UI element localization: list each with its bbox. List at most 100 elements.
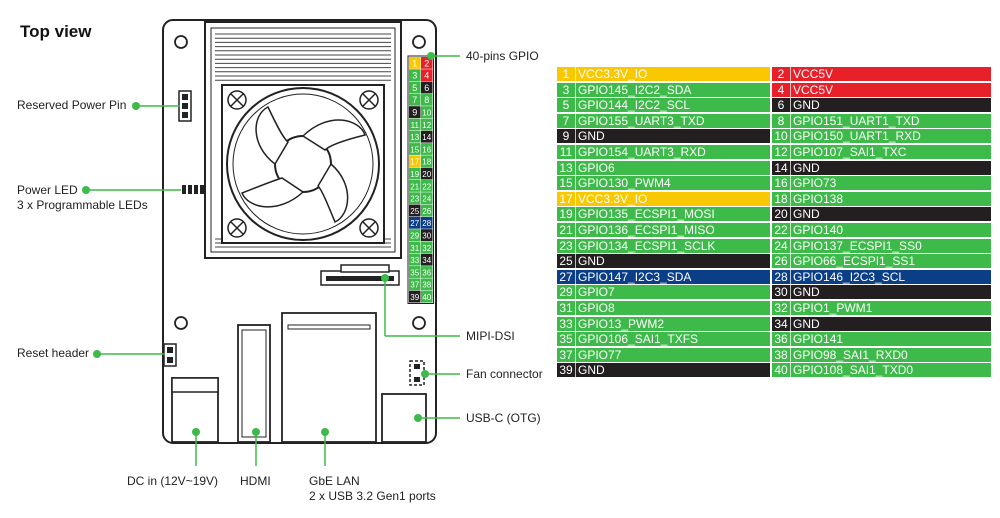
gpio-pin-number: 32 [422,244,431,253]
dc-jack [171,377,219,443]
gpio-pin-33 [409,253,421,266]
pin-number: 18 [772,191,791,206]
pin-number: 7 [557,113,576,128]
pin-number: 17 [557,191,576,206]
gpio-pin-6 [421,81,433,94]
pin-number: 2 [772,67,791,81]
mipi-dsi-connector [320,264,400,286]
pin-number: 8 [772,113,791,128]
gpio-pin-number: 3 [412,71,417,81]
pin-function-name: GPIO146_I2C3_SCL [793,269,906,284]
mounting-hole [412,316,426,330]
pin-number: 34 [772,316,791,331]
pin-number: 35 [557,332,576,347]
pin-number: 11 [557,145,576,159]
gpio-pin-40 [421,290,433,303]
pin-number: 1 [557,67,576,81]
hdmi-label: HDMI [240,474,271,488]
pin-function-name: GND [578,254,605,269]
gpio-pin-2 [421,57,433,69]
gpio-pin-number: 12 [422,121,431,130]
gpio-pin-number: 9 [412,108,417,118]
gpio-pin-22 [421,180,433,192]
gpio-pin-number: 2 [424,58,429,68]
gpio-pin-16 [421,143,433,155]
pin-function-name: GND [578,129,605,144]
gpio-pin-26 [421,204,433,217]
gpio-pin-30 [421,229,433,241]
pin-function-name: GND [793,160,820,175]
gpio-pin-number: 16 [422,145,431,154]
fan-icon [221,84,385,244]
gpio-pin-17 [409,155,421,168]
gpio-pin-number: 5 [412,83,417,93]
pin-number: 38 [772,347,791,362]
pin-function-name: GPIO6 [578,160,615,175]
gpio-pin-32 [421,241,433,254]
gpio-pin-11 [409,118,421,131]
pin-number: 23 [557,238,576,253]
gpio-pin-39 [409,290,421,303]
pin-function-name: GPIO137_ECSPI1_SS0 [793,238,922,253]
gpio-pin-19 [409,167,421,180]
pin-number: 28 [772,269,791,284]
programmable-leds-label: 3 x Programmable LEDs [17,198,148,212]
pin-number: 33 [557,316,576,331]
pin-function-name: GPIO8 [578,301,615,315]
pin-number: 10 [772,129,791,144]
gpio-pin-9 [409,106,421,118]
gpio-pin-number: 4 [424,71,429,81]
gpio-pin-number: 31 [410,244,419,253]
gpio-pin-number: 26 [422,207,431,216]
pin-number: 15 [557,176,576,191]
gpio-pin-number: 19 [410,170,419,179]
mounting-hole [174,316,188,330]
gpio-pin-28 [421,216,433,229]
mounting-hole [174,35,188,49]
pin-function-name: GPIO138 [793,191,844,206]
usb-c-otg-label: USB-C (OTG) [466,411,541,425]
gpio-pin-37 [409,278,421,291]
gpio-pin-27 [409,216,421,229]
gpio-pin-1 [409,57,421,69]
gpio-40-pin-label: 40-pins GPIO [466,49,539,63]
pin-function-name: VCC5V [793,67,834,81]
callout-dots [82,52,435,436]
pin-function-name: VCC5V [793,82,834,97]
pin-number: 19 [557,207,576,222]
pin-function-name: GPIO136_ECSPI1_MISO [578,223,715,237]
pin-function-name: GPIO150_UART1_RXD [793,129,921,144]
gpio-pin-number: 40 [422,293,431,302]
gpio-pin-number: 28 [422,219,431,228]
gpio-pin-number: 38 [422,281,431,290]
pin-number: 5 [557,98,576,113]
pin-number: 9 [557,129,576,144]
pin-function-name: GND [578,363,605,378]
